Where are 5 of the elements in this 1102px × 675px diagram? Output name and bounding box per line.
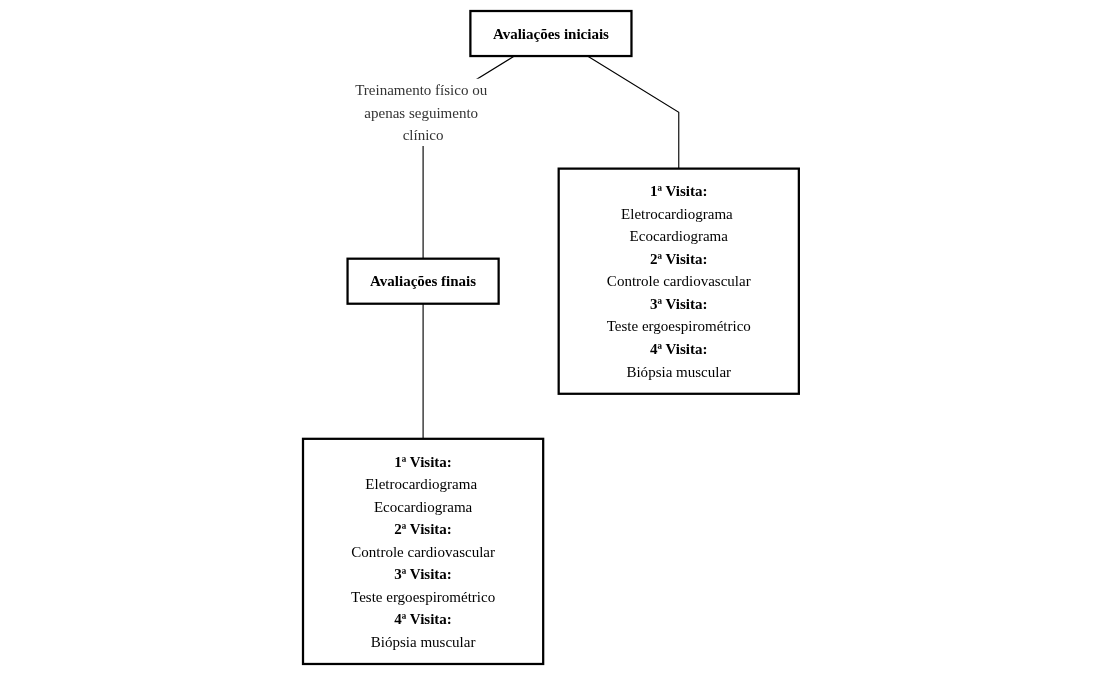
node-box: Avaliações iniciais bbox=[469, 9, 633, 58]
node-box: 1ª Visita: Eletrocardiograma Ecocardiograma 2ª Visita: Controle cardiovascular 3ª Visita: Teste ergoespirométrico 4ª Visita: Biópsia muscular bbox=[557, 167, 801, 395]
node-box: Avaliações finais bbox=[346, 257, 500, 305]
edge-label: Treinamento físico ou apenas seguimento clínico bbox=[355, 81, 488, 144]
node-box: 1ª Visita: Eletrocardiograma Ecocardiograma 2ª Visita: Controle cardiovascular 3ª Visita: Teste ergoespirométrico 4ª Visita: Biópsia muscular bbox=[301, 437, 545, 666]
